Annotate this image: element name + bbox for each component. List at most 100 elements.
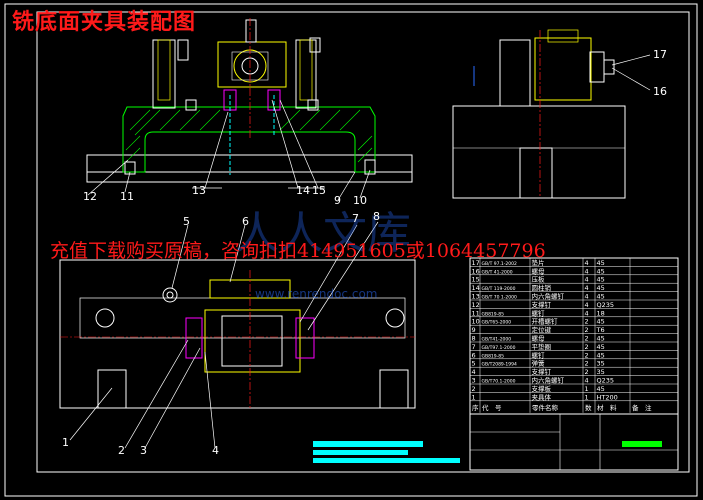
bom-cell: 6 [472, 351, 476, 359]
callout-16: 16 [653, 85, 667, 98]
watermark-logo: 人人文库 [235, 208, 411, 259]
bom-cell: HT200 [597, 393, 618, 401]
top-view [59, 221, 416, 449]
bom-cell: 弹簧 [532, 359, 546, 368]
bom-cell: 2 [585, 351, 589, 359]
bom-cell: 2 [585, 343, 589, 351]
bom-cell: GB/T65-2000 [482, 320, 512, 326]
bom-cell: 35 [597, 360, 605, 368]
info-bar-2 [313, 450, 408, 455]
bom-cell: 1 [585, 393, 589, 401]
bom-cell: 11 [472, 309, 480, 317]
info-bar-3 [313, 458, 460, 463]
bom-cell: 7 [472, 343, 476, 351]
bom-cell: 2 [585, 326, 589, 334]
bom-cell: 5 [472, 360, 476, 368]
bom-cell: 2 [585, 335, 589, 343]
bom-cell: GB819-85 [482, 353, 505, 359]
bom-cell: GB/T 119-2000 [482, 286, 516, 292]
callout-5: 5 [183, 215, 190, 228]
bom-cell: 10 [472, 318, 480, 326]
bom-header-cell: 数 [585, 403, 592, 412]
callout-3: 3 [140, 444, 147, 457]
bom-cell: 45 [597, 335, 605, 343]
bom-cell: 压板 [532, 275, 546, 284]
bom-cell: 16 [472, 267, 480, 275]
bom-cell: 1 [585, 385, 589, 393]
bom-cell: 4 [585, 276, 589, 284]
bom-cell: 45 [597, 267, 605, 275]
inner-border [36, 11, 690, 473]
bom-cell: 35 [597, 368, 605, 376]
bom-cell: Q235 [597, 377, 615, 385]
watermark-url: www.renrendoc.com [255, 287, 377, 301]
callout-7: 7 [352, 212, 359, 225]
bom-cell: 45 [597, 318, 605, 326]
side-view [452, 29, 651, 199]
bom-cell: 15 [472, 276, 480, 284]
callout-4: 4 [212, 444, 219, 457]
bom-cell: 螺母 [532, 334, 546, 343]
callout-13: 13 [192, 184, 206, 197]
bom-header-cell: 代 号 [482, 403, 502, 412]
bom-cell: 45 [597, 259, 605, 267]
bom-cell: 垫片 [532, 258, 545, 267]
bom-cell: 45 [597, 293, 605, 301]
bom-cell: 45 [597, 276, 605, 284]
callout-15: 15 [312, 184, 326, 197]
bom-cell: 4 [585, 377, 589, 385]
bom-cell: 4 [585, 267, 589, 275]
bom-header-cell: 备 注 [632, 403, 652, 412]
bom-cell: 螺钉 [532, 350, 546, 359]
callout-9: 9 [334, 194, 341, 207]
bom-cell: 螺钉 [532, 308, 546, 317]
bom-cell: 支撑钉 [532, 300, 552, 309]
bom-cell: 支撑钉 [532, 367, 552, 376]
promo-banner: 充值下载购买原稿，咨询扣扣414951605或1064457796 [50, 240, 546, 262]
bom-cell: GB/T 41-2000 [482, 269, 513, 275]
title-block-accent [622, 441, 662, 447]
bom-cell: 4 [585, 284, 589, 292]
bom-cell: 45 [597, 284, 605, 292]
outer-border [4, 3, 698, 497]
bom-header-cell: 序 [472, 403, 479, 412]
bom-cell: T6 [596, 326, 605, 334]
bom-cell: 8 [472, 335, 476, 343]
drawing-title: 铣底面夹具装配图 [12, 9, 197, 35]
bom-cell: 圆柱销 [532, 283, 552, 292]
bom-cell: 45 [597, 343, 605, 351]
bom-cell: 45 [597, 385, 605, 393]
bom-cell: Q235 [597, 301, 615, 309]
bom-cell: 2 [472, 385, 476, 393]
bom-cell: 4 [585, 309, 589, 317]
bom-cell: 定位键 [532, 325, 552, 334]
bom-cell: 45 [597, 351, 605, 359]
callout-14: 14 [296, 184, 310, 197]
callout-2: 2 [118, 444, 125, 457]
bom-cell: 2 [585, 360, 589, 368]
bom-cell: 18 [597, 309, 605, 317]
info-bar-1 [313, 441, 423, 447]
bom-cell: 支撑板 [532, 384, 552, 393]
bom-cell: 9 [472, 326, 476, 334]
bom-cell: GB/T97.1-2000 [482, 345, 516, 351]
bom-cell: GB819-85 [482, 311, 505, 317]
bom-cell: GB/T 97.1-2002 [482, 261, 518, 267]
bom-cell: 1 [472, 393, 476, 401]
bom-header-cell: 材 料 [597, 403, 617, 412]
bom-cell: GB/T70.1-2000 [482, 379, 516, 385]
callout-10: 10 [353, 194, 367, 207]
front-view [86, 18, 413, 201]
bom-cell: 平垫圈 [532, 342, 552, 351]
bom-cell: 4 [585, 293, 589, 301]
callout-11: 11 [120, 190, 134, 203]
bom-cell: 14 [472, 284, 480, 292]
bom-cell: 12 [472, 301, 480, 309]
bom-cell: 4 [585, 301, 589, 309]
bom-cell: GB/T41-2000 [482, 337, 512, 343]
bom-cell: 2 [585, 368, 589, 376]
bom-cell: 4 [472, 368, 476, 376]
bom-cell: 4 [585, 259, 589, 267]
